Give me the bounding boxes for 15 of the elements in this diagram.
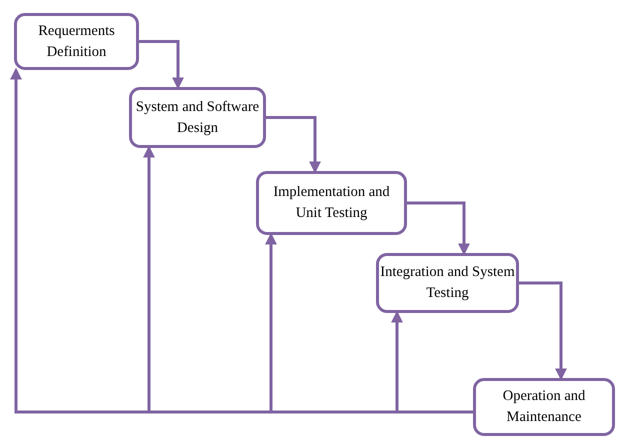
step-label: Implementation and Unit Testing	[272, 183, 391, 223]
arrow	[266, 116, 321, 174]
process-box	[14, 13, 139, 70]
step-label: Integration and System Testing	[379, 263, 516, 303]
step-label: System and Software Design	[134, 98, 260, 138]
step-label: Operation and Maintenance	[502, 387, 586, 427]
arrow	[139, 40, 184, 90]
process-box	[376, 253, 519, 313]
arrow	[391, 310, 473, 414]
process-box	[129, 87, 266, 148]
step-label: Requerments Definition	[37, 22, 116, 62]
arrow	[407, 202, 470, 256]
process-box	[256, 171, 407, 235]
process-box	[473, 378, 615, 436]
arrow	[519, 282, 567, 380]
